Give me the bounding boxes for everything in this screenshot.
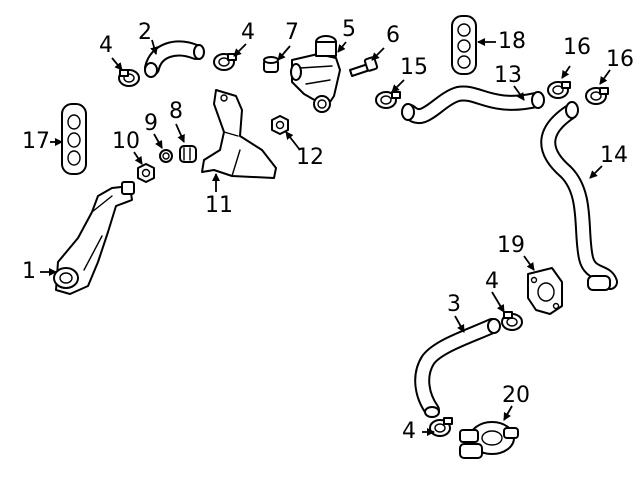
part-17-gasket (61, 103, 87, 175)
part-19-flange (527, 267, 563, 315)
callout-19: 19 (497, 233, 525, 258)
part-13-hose (401, 85, 545, 124)
callout-14: 14 (600, 143, 628, 168)
part-16-clamp-right (585, 87, 609, 105)
callout-5: 5 (342, 17, 356, 42)
callout-4-bottom: 4 (402, 419, 416, 444)
part-4-clamp-top-middle (213, 53, 237, 71)
part-9-washer (159, 149, 173, 163)
part-2-hose (144, 40, 205, 78)
callout-11: 11 (205, 193, 233, 218)
callout-12: 12 (296, 145, 324, 170)
callout-10: 10 (112, 129, 140, 154)
callout-9: 9 (144, 111, 158, 136)
part-4-clamp-right (501, 311, 523, 331)
part-15-clamp (375, 91, 401, 109)
callout-18: 18 (498, 29, 526, 54)
part-10-nut (137, 163, 155, 183)
part-18-gasket (451, 15, 477, 75)
callout-15: 15 (400, 55, 428, 80)
callout-16-left: 16 (563, 35, 591, 60)
callout-13: 13 (494, 63, 522, 88)
callout-6: 6 (386, 23, 400, 48)
callout-1: 1 (22, 259, 36, 284)
callout-20: 20 (502, 383, 530, 408)
callout-16-right: 16 (606, 47, 634, 72)
callout-8: 8 (169, 99, 183, 124)
callout-4-top-middle: 4 (241, 20, 255, 45)
callout-3: 3 (447, 292, 461, 317)
part-4-clamp-top-left (118, 69, 140, 87)
part-14-hose (540, 101, 618, 291)
callout-2: 2 (138, 20, 152, 45)
part-16-clamp-left (547, 81, 571, 99)
part-11-bracket (201, 89, 277, 179)
part-1-coolant-pipe (53, 181, 135, 295)
part-5-valve (290, 35, 341, 113)
part-4-clamp-bottom (429, 417, 453, 437)
leader-lines (40, 38, 611, 436)
callout-4-top-left: 4 (99, 33, 113, 58)
part-8-plug (179, 145, 197, 163)
callout-17: 17 (22, 129, 50, 154)
callout-7: 7 (285, 20, 299, 45)
part-20-pump (459, 421, 519, 459)
callout-4-right: 4 (485, 269, 499, 294)
part-12-nut (271, 115, 289, 135)
part-3-hose (414, 318, 501, 418)
part-7-cap (263, 56, 279, 73)
